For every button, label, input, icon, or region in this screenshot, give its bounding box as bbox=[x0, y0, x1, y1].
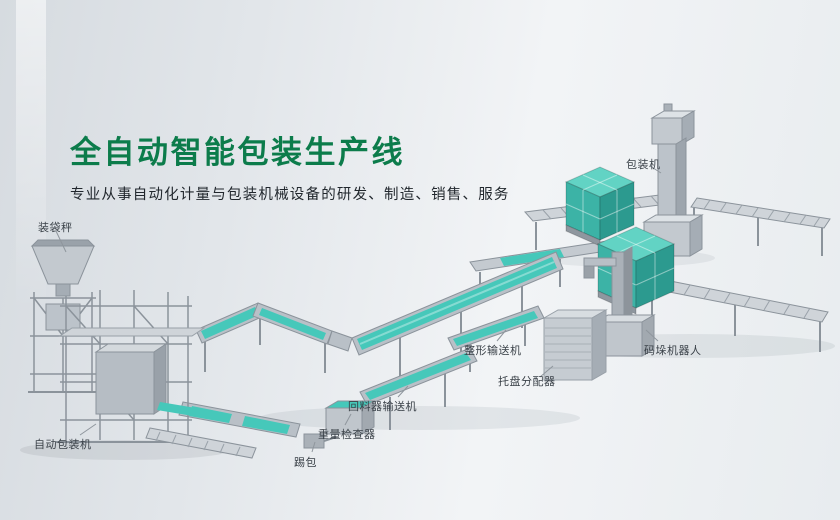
belt-surface bbox=[242, 416, 290, 434]
belt-surface bbox=[453, 311, 538, 346]
machine-label-weight-checker: 重量检查器 bbox=[318, 428, 376, 441]
belt-surface bbox=[357, 257, 557, 350]
pallet-distributor bbox=[542, 309, 608, 381]
palletizing-robot bbox=[583, 246, 656, 357]
label-leader-lines bbox=[55, 165, 662, 453]
belt-surface bbox=[259, 308, 326, 340]
incline-conveyor-main bbox=[351, 251, 564, 380]
bagging-scale bbox=[28, 239, 98, 393]
page-subtitle: 专业从事自动化计量与包装机械设备的研发、制造、销售、服务 bbox=[70, 187, 510, 203]
auto-packaging-machine bbox=[56, 290, 206, 443]
bag-kicker bbox=[303, 433, 337, 449]
machine-label-return-conveyor: 回料器输送机 bbox=[348, 400, 417, 413]
belt-surface bbox=[189, 406, 232, 423]
teal-box-stack-upper bbox=[564, 166, 636, 247]
belt-surface bbox=[201, 307, 259, 339]
belt-surface bbox=[365, 353, 471, 400]
teal-box-stack-lower bbox=[596, 226, 676, 315]
machine-label-bagging-scale: 装袋秤 bbox=[38, 221, 73, 234]
return-feeder-conveyor bbox=[359, 347, 478, 430]
machine-label-bag-kicker: 踢包 bbox=[294, 456, 317, 469]
packaging-machine-tower bbox=[642, 103, 704, 257]
page-title: 全自动智能包装生产线 bbox=[70, 135, 405, 171]
machine-label-shaping-conveyor: 整形输送机 bbox=[464, 344, 522, 357]
weight-checker bbox=[324, 400, 376, 435]
machine-label-pallet-distributor: 托盘分配器 bbox=[498, 375, 556, 388]
roller-outfeed-bottom-left bbox=[145, 427, 257, 459]
feed-conveyor-zigzag bbox=[195, 302, 353, 373]
belt-surface bbox=[157, 402, 196, 416]
roller-conveyor-right-far bbox=[690, 197, 831, 256]
machine-label-palletizing-robot: 码垛机器人 bbox=[644, 344, 702, 357]
roller-conveyor-right-lower bbox=[648, 277, 829, 352]
machine-label-packaging-machine: 包装机 bbox=[626, 158, 661, 171]
machine-label-auto-packaging: 自动包装机 bbox=[34, 438, 92, 451]
belt-segment bbox=[500, 249, 564, 266]
